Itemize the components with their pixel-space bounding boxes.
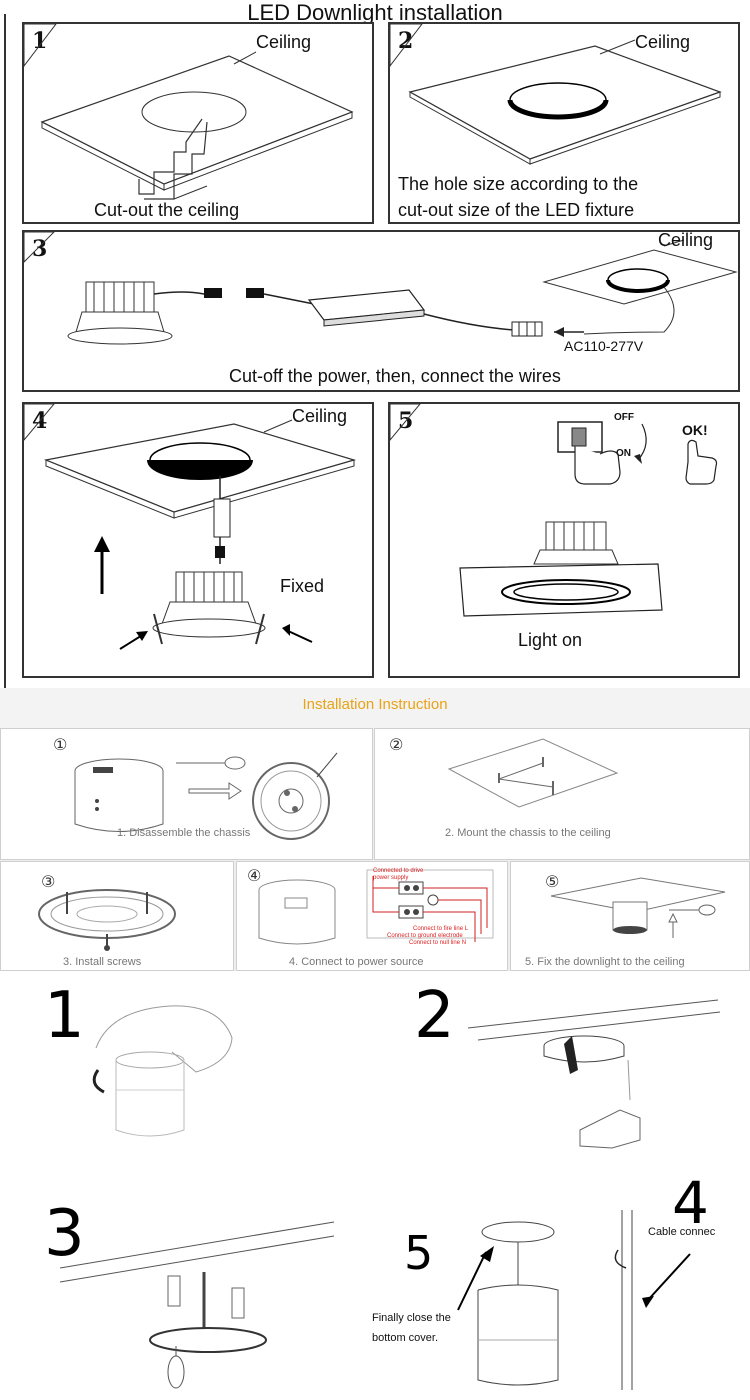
fix-downlight-illustration <box>550 877 726 938</box>
step-number: ③ <box>41 872 56 891</box>
voltage-label: AC110-277V <box>564 338 644 354</box>
off-label: OFF <box>614 412 634 423</box>
light-on-illustration <box>390 404 718 617</box>
step-caption: Light on <box>518 630 583 650</box>
instruction-step-3: ③ 3. Install screws <box>0 861 234 971</box>
install-screws-illustration <box>38 889 176 951</box>
step-5-panel: 5 OFF ON OK! Light on <box>388 402 740 678</box>
page-title: LED Downlight installation <box>247 0 503 25</box>
hole-illustration <box>390 24 722 165</box>
on-label: ON <box>616 448 631 459</box>
ceiling-label: Ceiling <box>256 32 312 52</box>
close-cover-note-line2: bottom cover. <box>372 1332 439 1344</box>
wiring-note-5: Connect to null line N <box>409 940 467 946</box>
ceiling-label: Ceiling <box>635 32 691 52</box>
mount-chassis-illustration <box>447 738 619 808</box>
step-caption: Fixed <box>280 576 325 596</box>
ok-label: OK! <box>682 422 708 438</box>
step-caption-line1: The hole size according to the <box>398 174 639 194</box>
disassemble-illustration <box>74 752 338 840</box>
step-number: ② <box>389 735 404 754</box>
wiring-note-1: Connected to drive <box>373 868 424 874</box>
bottom-step-5-number: 5 <box>404 1226 434 1280</box>
step-number: ⑤ <box>545 872 560 891</box>
step-number: 2 <box>398 28 414 54</box>
step-caption: 1. Disassemble the chassis <box>117 827 251 839</box>
ceiling-label: Ceiling <box>658 230 714 250</box>
bottom-step-4-number: 4 <box>672 1169 709 1237</box>
instruction-step-4: ④ Connected to drive power supply Connec… <box>236 861 508 971</box>
wiring-note-3: Connect to fire line L <box>413 926 469 932</box>
step-caption: Cut-off the power, then, connect the wir… <box>229 366 561 386</box>
step-caption: 4. Connect to power source <box>289 956 424 968</box>
step-3-panel: 3 Ceiling AC110-277V Cut-off the pow <box>22 230 740 392</box>
instruction-title: Installation Instruction <box>302 696 448 713</box>
cable-connect-note: Cable connec <box>648 1226 716 1238</box>
step-number: 1 <box>32 28 48 54</box>
cut-ceiling-illustration <box>24 24 354 200</box>
step-caption: 5. Fix the downlight to the ceiling <box>525 956 685 968</box>
bottom-step-1-number: 1 <box>44 979 85 1053</box>
ceiling-label: Ceiling <box>292 406 348 426</box>
bottom-step-3-number: 3 <box>44 1197 85 1271</box>
wiring-illustration <box>24 232 738 345</box>
step-2-panel: 2 Ceiling The hole size according to the… <box>388 22 740 224</box>
instruction-step-2: ② 2. Mount the chassis to the ceiling <box>374 728 750 860</box>
left-border <box>4 14 6 690</box>
step-caption: 3. Install screws <box>63 956 142 968</box>
bottom-step-2-number: 2 <box>414 979 455 1053</box>
step-caption: Cut-out the ceiling <box>94 200 240 220</box>
step-4-panel: 4 Ceiling Fixed <box>22 402 374 678</box>
wiring-note-4: Connect to ground electrode <box>387 933 463 939</box>
instruction-header <box>0 688 750 728</box>
step-caption: 2. Mount the chassis to the ceiling <box>445 827 611 839</box>
step-number: ④ <box>247 866 262 885</box>
instruction-step-5: ⑤ 5. Fix the downlight to the ceiling <box>510 861 750 971</box>
fixing-illustration <box>24 404 357 650</box>
power-connection-illustration <box>258 869 494 945</box>
step-number: ① <box>53 735 68 754</box>
instruction-step-1: ① 1. Disassemble the chassis <box>0 728 373 860</box>
step-1-panel: 1 Ceiling Cut-out the ceiling <box>22 22 374 224</box>
wiring-note-2: power supply <box>373 875 409 881</box>
step-caption-line2: cut-out size of the LED fixture <box>398 200 635 220</box>
downlight-fixture <box>67 281 173 345</box>
close-cover-note-line1: Finally close the <box>372 1312 451 1324</box>
